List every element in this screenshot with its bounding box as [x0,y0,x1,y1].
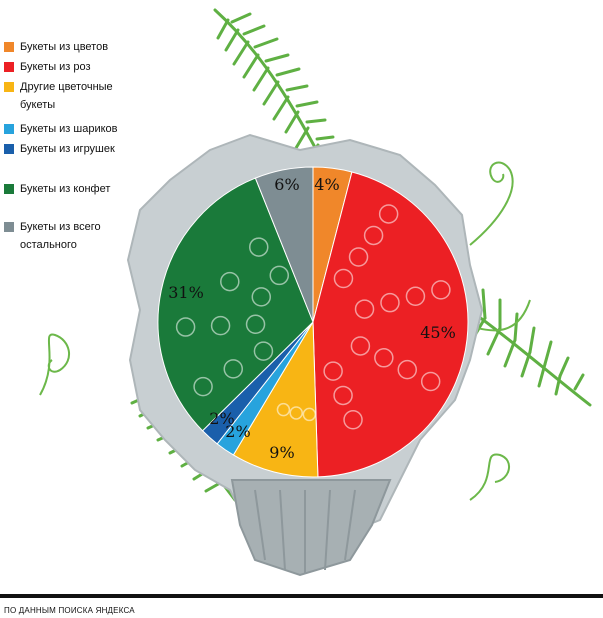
pie-value-label: 31% [168,283,204,302]
legend-swatch [4,42,14,52]
legend-item: Букеты из цветов [4,38,130,56]
legend-item: Букеты из конфет [4,180,130,198]
slice-pattern-motif [374,348,394,368]
slice-pattern-motif [302,407,317,422]
legend-item: Букеты из игрушек [4,140,130,158]
source-note: ПО ДАННЫМ ПОИСКА ЯНДЕКСА [4,606,135,615]
slice-pattern-motif [276,402,291,417]
legend-label: Букеты из цветов [20,41,109,53]
legend-item: Другие цветочные букеты [4,78,130,114]
pie-chart [157,166,469,478]
pie-value-label: 4% [314,175,339,194]
slice-pattern-motif [289,406,303,420]
pie-slice [157,177,314,432]
slice-pattern-motif [397,359,418,380]
legend-label: Букеты из игрушек [20,143,115,155]
slice-pattern-motif [333,385,353,406]
legend-swatch [4,82,14,92]
pie-slice [312,171,469,478]
slice-pattern-motif [431,280,451,300]
legend-label: Букеты из роз [20,61,91,73]
legend-label: Букеты из конфет [20,183,111,195]
pie-value-label: 2% [209,409,234,428]
legend-item: Букеты из всего остального [4,218,130,254]
slice-pattern-motif [223,359,244,379]
pie-value-label: 2% [225,422,250,441]
pie-slice [232,320,319,478]
slice-pattern-motif [245,314,266,335]
slice-pattern-motif [405,286,426,307]
slice-pattern-motif [269,265,290,286]
legend-swatch [4,62,14,72]
slice-pattern-motif [251,287,272,307]
slice-pattern-motif [210,315,231,336]
slice-pattern-motif [380,292,400,313]
legend-label: Букеты из всего остального [20,221,101,251]
legend-item: Букеты из шариков [4,120,130,138]
slice-pattern-motif [175,317,196,337]
slice-pattern-motif [378,204,399,224]
slice-pattern-motif [323,361,343,381]
pie-value-label: 9% [269,443,294,462]
legend-label: Букеты из шариков [20,123,118,135]
legend-label: Другие цветочные букеты [20,81,113,111]
slice-pattern-motif [363,225,384,246]
pie-slice [254,166,314,323]
divider [0,594,603,598]
pie-value-labels: 4% 45% 9% 2%2% 31% 6% [168,175,456,462]
slice-pattern-motif [193,376,213,397]
legend-swatch [4,222,14,232]
legend-swatch [4,144,14,154]
legend-item: Букеты из роз [4,58,130,76]
slice-pattern-motif [348,247,369,267]
legend-swatch [4,184,14,194]
slice-pattern-motif [420,371,441,392]
pie-value-label: 6% [274,175,299,194]
slice-pattern-motif [248,237,269,257]
pie-value-label: 45% [420,323,456,342]
slice-pattern-motif [220,271,240,292]
slice-pattern-motif [350,336,371,356]
slice-pattern-motif [333,268,354,289]
slice-pattern-motif [354,299,375,319]
legend-swatch [4,124,14,134]
slice-pattern-motif [253,341,274,361]
slice-pattern-motif [343,409,363,430]
